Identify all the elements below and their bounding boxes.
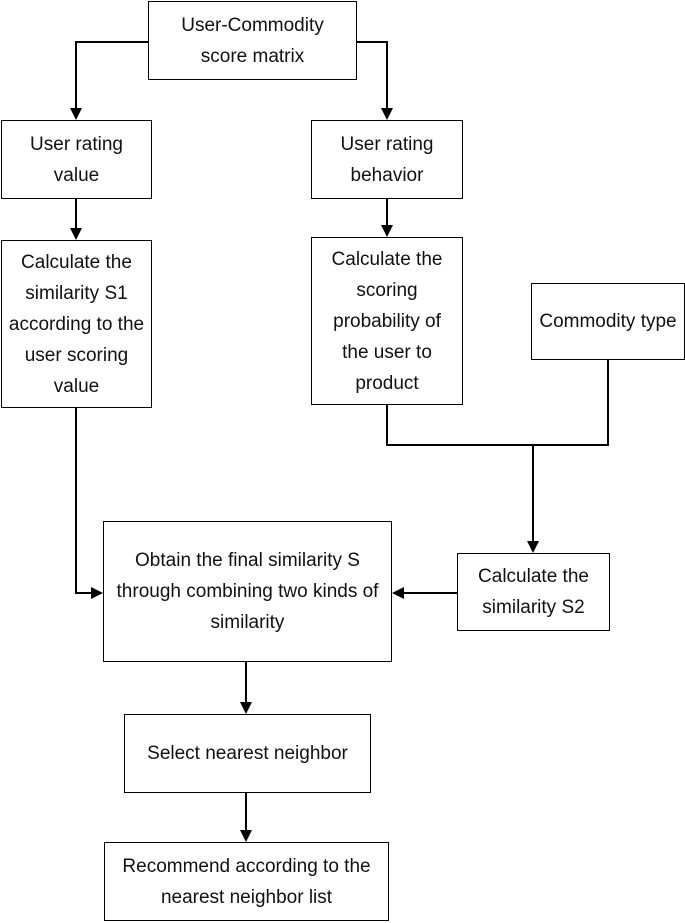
arrowhead-rating-behavior <box>381 108 393 120</box>
edge-calc-prob-merge <box>386 360 609 446</box>
node-score-matrix: User-Commodity score matrix <box>148 1 357 80</box>
node-calc-similarity-s2-label: Calculate the similarity S2 <box>478 566 589 618</box>
edge-matrix-to-rating-value <box>75 41 148 110</box>
edge-calc-s1-to-final <box>75 408 93 594</box>
arrowhead-calc-prob <box>381 225 393 237</box>
arrowhead-calc-s1 <box>70 228 82 240</box>
node-calc-similarity-s2: Calculate the similarity S2 <box>457 553 610 631</box>
arrowhead-rating-value <box>70 108 82 120</box>
node-select-nearest-neighbor: Select nearest neighbor <box>124 714 371 793</box>
node-calc-scoring-probability: Calculate the scoring probability of the… <box>311 237 463 405</box>
edge-matrix-to-rating-behavior <box>357 41 388 110</box>
node-commodity-type-label: Commodity type <box>539 311 677 332</box>
node-user-rating-value-label: User rating value <box>30 133 123 186</box>
arrowhead-recommend <box>240 830 252 842</box>
node-user-rating-value: User rating value <box>1 120 152 199</box>
node-final-similarity-label: Obtain the final similarity S through co… <box>116 550 379 633</box>
arrowhead-calc-s2 <box>527 541 539 553</box>
node-final-similarity: Obtain the final similarity S through co… <box>103 521 392 662</box>
arrowhead-final-from-s2 <box>392 587 404 599</box>
node-recommend: Recommend according to the nearest neigh… <box>104 842 389 921</box>
node-user-rating-behavior-label: User rating behavior <box>340 133 434 186</box>
node-user-rating-behavior: User rating behavior <box>311 120 463 199</box>
node-select-nearest-neighbor-label: Select nearest neighbor <box>147 743 348 764</box>
arrowhead-final-from-s1 <box>91 587 103 599</box>
node-calc-scoring-probability-label: Calculate the scoring probability of the… <box>331 248 443 394</box>
node-commodity-type: Commodity type <box>531 283 685 360</box>
node-calc-similarity-s1: Calculate the similarity S1 according to… <box>1 240 152 408</box>
arrowhead-select <box>240 702 252 714</box>
node-calc-similarity-s1-label: Calculate the similarity S1 according to… <box>8 251 145 397</box>
node-score-matrix-label: User-Commodity score matrix <box>181 14 324 67</box>
node-recommend-label: Recommend according to the nearest neigh… <box>122 855 371 908</box>
